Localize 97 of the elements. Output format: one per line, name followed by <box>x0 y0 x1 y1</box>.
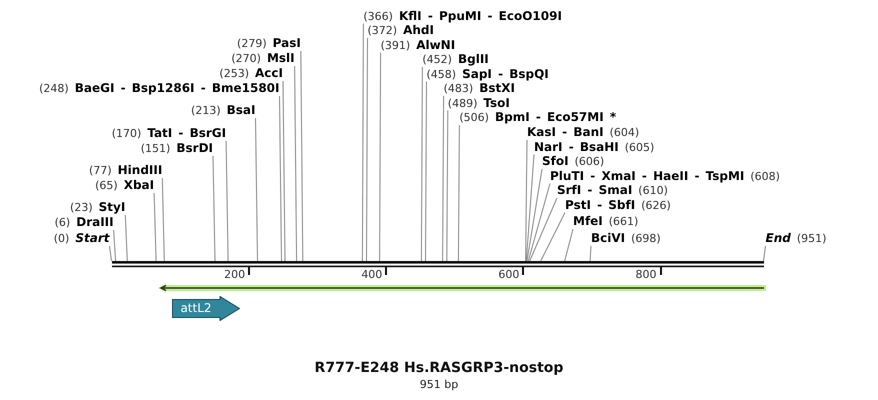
feature-label: attL2 <box>180 301 212 316</box>
position-number: (391) <box>380 38 410 52</box>
position-number: (213) <box>191 104 221 117</box>
position-number: (0) <box>54 232 70 245</box>
sequence-backbone <box>112 261 764 268</box>
position-number: (951) <box>796 232 826 245</box>
sequence-end-label: End <box>766 231 791 245</box>
leader-line <box>300 50 304 262</box>
leader-line <box>590 246 592 262</box>
position-number: (608) <box>750 170 780 182</box>
leader-line <box>763 246 766 262</box>
enzyme-name: MfeI <box>573 214 603 228</box>
position-number: (698) <box>631 232 661 245</box>
enzyme-name: BglII <box>458 52 489 66</box>
leader-line <box>162 178 165 262</box>
leader-line <box>282 80 286 262</box>
position-number: (604) <box>610 126 640 139</box>
position-number: (606) <box>574 155 604 168</box>
leader-line <box>279 96 282 262</box>
position-number: (279) <box>237 37 267 50</box>
enzyme-name: StyI <box>98 200 126 214</box>
leader-line <box>124 214 128 262</box>
leader-line <box>379 52 382 262</box>
position-number: (489) <box>448 96 478 110</box>
leader-line <box>526 168 542 262</box>
enzyme-name: DraIII <box>76 215 114 229</box>
enzyme-name: NarI - BsaHI <box>534 140 619 154</box>
leader-line <box>528 183 550 262</box>
enzyme-name: MslI <box>266 51 295 65</box>
position-number: (626) <box>641 198 671 212</box>
position-number: (452) <box>422 53 452 66</box>
sequence-length: 951 bp <box>420 378 458 391</box>
tick-label: 200 <box>224 268 246 282</box>
leader-line <box>458 124 460 262</box>
enzyme-name: BsrDI <box>176 141 213 155</box>
position-number: (6) <box>54 216 70 229</box>
position-number: (366) <box>363 10 393 22</box>
leader-line <box>255 118 258 262</box>
position-number: (23) <box>70 201 93 214</box>
enzyme-name: PasI <box>272 36 301 50</box>
feature-track <box>158 283 766 293</box>
enzyme-name: BaeGI - Bsp1286I - Bme1580I <box>74 81 280 95</box>
enzyme-name: XbaI <box>124 178 154 192</box>
position-number: (270) <box>231 52 261 65</box>
leader-line <box>446 110 448 262</box>
leader-line <box>109 246 112 262</box>
map-title: R777-E248 Hs.RASGRP3-nostop <box>314 360 564 377</box>
position-number: (661) <box>608 215 638 228</box>
enzyme-name: SapI - BspQI <box>462 66 549 80</box>
enzyme-name: PluTI - XmaI - HaeII - TspMI <box>550 168 744 182</box>
leader-line <box>529 198 558 262</box>
leader-line <box>425 81 427 262</box>
position-number: (77) <box>89 164 112 177</box>
position-number: (506) <box>459 111 489 124</box>
enzyme-name: PstI - SbfI <box>565 198 636 212</box>
leader-line <box>154 192 157 262</box>
enzyme-name: SrfI - SmaI <box>557 183 632 197</box>
enzyme-name: TsoI <box>483 96 510 110</box>
enzyme-name: SfoI <box>542 154 569 168</box>
enzyme-name: HindIII <box>118 163 162 177</box>
enzyme-name: KasI - BanI <box>527 125 604 139</box>
leader-line <box>540 212 566 262</box>
enzyme-name: AccI <box>255 66 283 80</box>
leader-line <box>362 23 364 262</box>
leader-line <box>226 140 229 262</box>
enzyme-name: AlwNI <box>416 38 456 52</box>
position-number: (65) <box>95 179 118 192</box>
leader-line <box>294 66 298 262</box>
leader-line <box>525 140 528 262</box>
leader-line <box>526 154 534 262</box>
position-number: (458) <box>426 68 456 80</box>
leader-line <box>212 156 216 262</box>
position-number: (170) <box>112 127 142 140</box>
position-number: (253) <box>219 67 250 80</box>
tick-label: 600 <box>498 268 520 282</box>
leader-line <box>420 66 423 262</box>
position-number: (372) <box>368 24 398 37</box>
enzyme-name: BciVI <box>591 231 626 245</box>
leader-line <box>113 230 116 262</box>
position-number: (610) <box>638 184 668 197</box>
leader-line <box>366 38 368 262</box>
enzyme-name: BstXI <box>479 81 515 95</box>
enzyme-name: BpmI - Eco57MI * <box>494 110 616 124</box>
leader-line <box>442 96 444 262</box>
enzyme-name: BsaI <box>226 103 256 117</box>
position-number: (151) <box>140 142 170 155</box>
sequence-end-label: Start <box>75 231 110 245</box>
feature-annotation <box>172 296 240 321</box>
leader-line <box>564 228 574 262</box>
position-number: (605) <box>624 140 654 154</box>
enzyme-name: AhdI <box>403 23 434 37</box>
enzyme-name: KflI - PpuMI - EcoO109I <box>398 8 562 22</box>
tick-label: 800 <box>636 268 656 282</box>
enzyme-name: TatI - BsrGI <box>147 126 226 140</box>
position-number: (483) <box>444 82 474 95</box>
position-number: (248) <box>39 82 69 95</box>
tick-label: 400 <box>361 268 382 282</box>
